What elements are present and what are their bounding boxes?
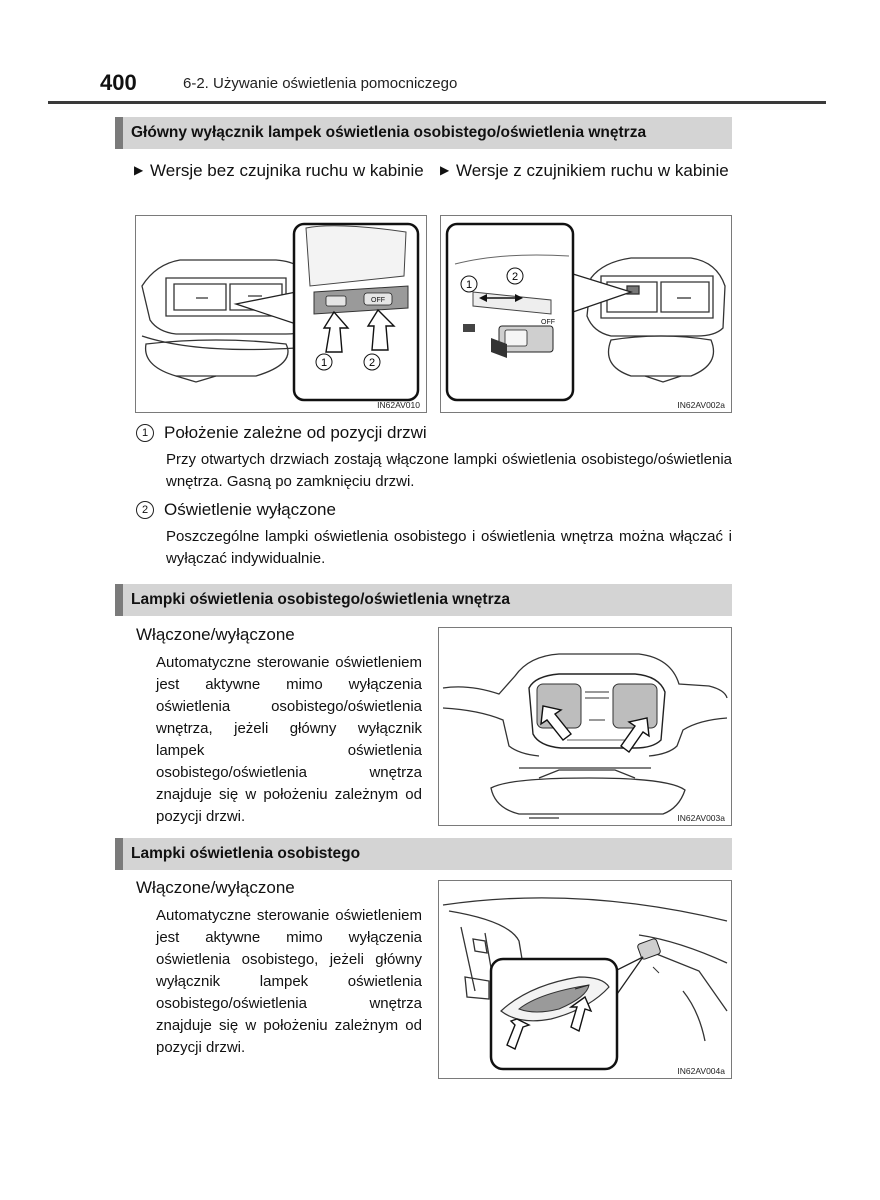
chapter-title: 6-2. Używanie oświetlenia pomocniczego <box>183 75 458 92</box>
door-lamp-small <box>637 938 661 974</box>
figure-code: IN62AV003a <box>677 813 725 823</box>
zoom-pointer <box>572 273 634 313</box>
variant-with-sensor: ▶ Wersje z czujnikiem ruchu w kabinie <box>440 158 732 183</box>
item-number-circle: 2 <box>136 501 154 519</box>
door-side-lamp-illustration <box>442 897 728 1071</box>
item-number-circle: 1 <box>136 424 154 442</box>
section-heading-interior-lights: Lampki oświetlenia osobistego/oświetleni… <box>115 584 732 616</box>
callout-1: 1 <box>466 279 472 291</box>
body-text: Automatyczne sterowanie oświetleniem jes… <box>156 654 422 825</box>
item-light-off: 2 Oświetlenie wyłączone <box>136 499 336 521</box>
item-description: Przy otwartych drzwiach zostają włączone… <box>166 451 732 490</box>
item-heading: Położenie zależne od pozycji drzwi <box>164 423 427 442</box>
figure-switch-with-sensor: OFF 1 2 IN62AV002a <box>440 215 732 413</box>
callout-1: 1 <box>321 357 327 369</box>
switch-off-label: OFF <box>541 319 555 326</box>
triangle-bullet-icon: ▶ <box>134 163 144 177</box>
page-number: 400 <box>100 70 137 95</box>
section-heading-personal-lights: Lampki oświetlenia osobistego <box>115 838 732 870</box>
item-door-position: 1 Położenie zależne od pozycji drzwi <box>136 422 427 444</box>
zoom-inset: OFF 1 2 <box>292 222 420 402</box>
figure-switch-no-sensor: OFF 1 2 IN62AV010 <box>135 215 427 413</box>
body-text: Automatyczne sterowanie oświetleniem jes… <box>156 907 422 1056</box>
press-arrows <box>506 995 593 1050</box>
zoom-pointer <box>233 291 297 325</box>
callout-2: 2 <box>512 271 518 283</box>
section-heading-main-switch: Główny wyłącznik lampek oświetlenia osob… <box>115 117 732 149</box>
press-arrows <box>540 705 650 753</box>
zoom-inset: OFF 1 2 <box>445 222 575 402</box>
zoom-inset <box>489 957 619 1071</box>
variant-with-sensor-text: Wersje z czujnikiem ruchu w kabinie <box>456 161 729 180</box>
sub-title-on-off: Włączone/wyłączone <box>136 625 295 644</box>
callout-2: 2 <box>369 357 375 369</box>
figure-code: IN62AV004a <box>677 1066 725 1076</box>
figure-code: IN62AV002a <box>677 400 725 410</box>
figure-code: IN62AV010 <box>377 400 420 410</box>
overhead-console-illustration: OFF 1 2 <box>141 222 420 402</box>
zoom-pointer <box>614 956 644 1000</box>
sub-title-on-off: Włączone/wyłączone <box>136 878 295 897</box>
item-description: Poszczególne lampki oświetlenia osobiste… <box>166 528 732 567</box>
overhead-lamps-illustration <box>442 653 728 819</box>
triangle-bullet-icon: ▶ <box>440 163 450 177</box>
header-rule <box>48 101 826 104</box>
figure-personal-lights: IN62AV004a <box>438 880 732 1079</box>
figure-interior-lights: IN62AV003a <box>438 627 732 826</box>
item-heading: Oświetlenie wyłączone <box>164 500 336 519</box>
switch-off-label: OFF <box>371 297 385 304</box>
overhead-console-sensor-illustration: OFF 1 2 <box>445 222 726 402</box>
variant-without-sensor-text: Wersje bez czujnika ruchu w kabinie <box>150 161 424 180</box>
variant-without-sensor: ▶ Wersje bez czujnika ruchu w kabinie <box>134 158 426 183</box>
